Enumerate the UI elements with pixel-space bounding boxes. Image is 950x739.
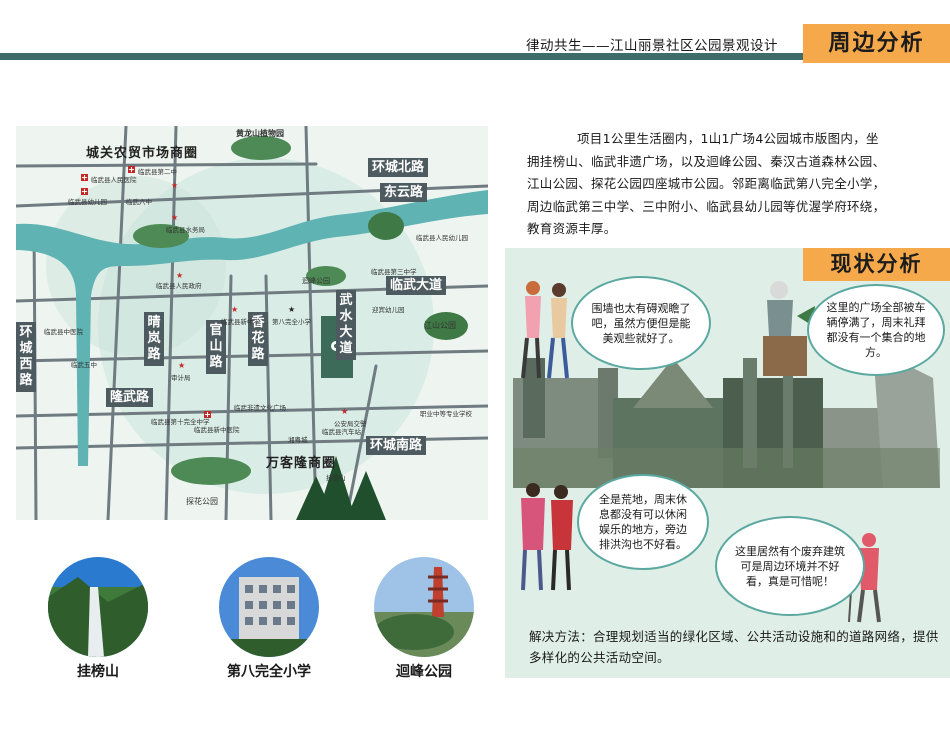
star-icon: ★	[178, 361, 186, 370]
poi-people-kindergarten: 临武县人民幼儿园	[416, 234, 468, 242]
hospital-icon	[81, 174, 88, 181]
school-photo-icon	[219, 557, 319, 657]
page-title: 律动共生——江山丽景社区公园景观设计	[526, 38, 778, 54]
poi-county-kindergarten: 临武县幼儿园	[68, 198, 107, 206]
photo-guabang	[48, 557, 148, 657]
poi-cultural-square: 临武非遗文化广场	[234, 404, 286, 412]
road-huanchengxi: 环城西路	[16, 322, 36, 392]
school-icon: ★	[288, 305, 296, 314]
hospital-icon	[128, 166, 135, 173]
star-icon: ★	[171, 213, 179, 222]
poi-county-middle: 临武县中医院	[44, 328, 83, 336]
poi-public-security: 公安局交警	[334, 420, 367, 428]
hospital-icon	[204, 411, 211, 418]
label-market: 城关农贸市场商圈	[86, 146, 199, 161]
poi-bus-station: 临武县汽车站	[322, 428, 361, 436]
label-huanglongshan: 黄龙山植物园	[236, 129, 284, 138]
river	[16, 190, 488, 466]
road-huanchengnan: 环城南路	[366, 436, 427, 455]
pagoda-photo-icon	[374, 557, 474, 657]
road-wushui: 武水大道	[336, 290, 356, 360]
photo-caption-huifeng: 迴峰公园	[396, 664, 452, 680]
solution-text: 解决方法：合理规划适当的绿化区域、公共活动设施和的道路网络，提供多样化的公共活动…	[529, 629, 939, 665]
section-badge-surroundings: 周边分析	[803, 24, 950, 63]
poi-guabang: 挂榜山	[326, 474, 346, 482]
star-icon: ★	[231, 305, 239, 314]
poi-audit-bureau: 审计局	[171, 374, 191, 382]
site-map[interactable]: 城关农贸市场商圈 万客隆商圈 黄龙山植物园 江山公园 迴峰公园 探花公园 环城北…	[16, 126, 488, 520]
header-rule	[0, 53, 950, 60]
family-figure-icon	[521, 483, 573, 591]
mountain-photo-icon	[48, 557, 148, 657]
road-xianghua: 香花路	[248, 312, 268, 366]
map-graphics	[16, 126, 488, 520]
poi-county-gov: 临武县人民政府	[156, 282, 202, 290]
poi-water-bureau: 临武县水务局	[166, 226, 205, 234]
photo-caption-guabang: 挂榜山	[77, 664, 119, 680]
status-panel: 围墙也太有碍观瞻了吧，虽然方便但是能美观些就好了。 这里的广场全部被车辆停满了，…	[505, 248, 950, 678]
poi-no2-middle: 临武县第二中	[138, 168, 177, 176]
road-huanchengbei: 环城北路	[368, 158, 429, 177]
road-linwu-ave: 临武大道	[386, 276, 447, 295]
speech-bubble-wasteland: 全是荒地，周末休息都没有可以休闲娱乐的地方，旁边排洪沟也不好看。	[577, 474, 709, 570]
speech-bubble-building: 这里居然有个废弃建筑可是周边环境并不好看，真是可惜呢！	[715, 516, 865, 616]
intro-paragraph: 项目1公里生活圈内，1山1广场4公园城市版图内，坐拥挂榜山、临武非遗广场，以及迴…	[527, 131, 886, 236]
poi-county-new-middle: 临武县新中学	[221, 318, 260, 326]
label-tanhua-park: 探花公园	[186, 497, 218, 506]
couple-figure-icon	[521, 281, 569, 379]
poi-no10-middle: 临武县第十完全中学	[151, 418, 210, 426]
star-icon: ★	[171, 181, 179, 190]
poi-people-hospital: 临武县人民医院	[91, 176, 137, 184]
poi-county-new-hospital: 临武县新中医院	[194, 426, 240, 434]
label-huifeng-park: 迴峰公园	[302, 277, 330, 285]
road-dongyun: 东云路	[380, 183, 428, 202]
poi-no3-middle: 临武县第三中学	[371, 268, 417, 276]
star-icon: ★	[341, 407, 349, 416]
section-badge-status: 现状分析	[803, 248, 950, 281]
poi-no8-primary: 第八完全小学	[272, 318, 311, 326]
service-radius-small	[46, 176, 226, 356]
poi-no6-middle: 临武六中	[126, 198, 152, 206]
label-wankelong: 万客隆商圈	[266, 456, 337, 471]
poi-ying-kindergarten: 迎宾幼儿园	[372, 306, 405, 314]
poi-wuzhong: 临武五中	[71, 361, 97, 369]
poi-vocational: 职业中等专业学校	[420, 410, 472, 418]
hospital-icon	[81, 188, 88, 195]
speech-bubble-wall: 围墙也太有碍观瞻了吧，虽然方便但是能美观些就好了。	[571, 276, 711, 370]
road-qinglan: 晴岚路	[144, 312, 164, 366]
speech-bubble-square: 这里的广场全部被车辆停满了，周末礼拜都没有一个集合的地方。	[807, 284, 945, 376]
photo-huifeng	[374, 557, 474, 657]
poi-xiangyang: 湘粤城	[288, 436, 308, 444]
label-jiangshan-park: 江山公园	[424, 321, 456, 330]
photo-caption-school: 第八完全小学	[227, 664, 311, 680]
photo-school	[219, 557, 319, 657]
star-icon: ★	[176, 271, 184, 280]
road-longwu: 隆武路	[106, 388, 154, 407]
road-guanshan: 官山路	[206, 320, 226, 374]
